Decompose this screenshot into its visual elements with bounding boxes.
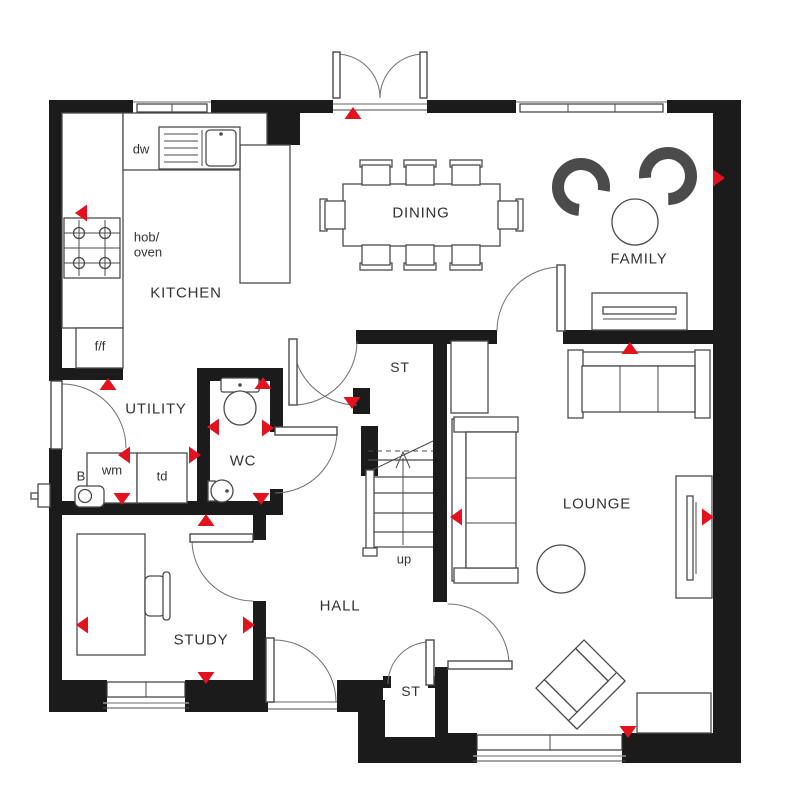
- marker-right-icon: [262, 419, 274, 437]
- walls: [49, 100, 741, 763]
- sofa-left: [451, 416, 519, 584]
- marker-left-icon: [450, 508, 462, 526]
- lounge-window: [473, 733, 626, 763]
- understairs-store-door: [387, 639, 435, 686]
- tub-chair-right: [639, 147, 698, 206]
- armchair: [535, 639, 627, 731]
- label-study: STUDY: [173, 631, 229, 649]
- label-dishwasher: dw: [132, 141, 150, 157]
- side-table: [636, 692, 712, 734]
- marker-down-icon: [197, 672, 215, 684]
- basin-icon: [207, 479, 234, 503]
- label-store-top: ST: [390, 359, 410, 376]
- desk: [76, 533, 146, 656]
- marker-right-icon: [189, 446, 201, 464]
- label-utility: UTILITY: [125, 400, 187, 418]
- desk-chair: [144, 571, 171, 621]
- marker-left-icon: [118, 446, 130, 464]
- marker-up-icon: [621, 342, 639, 354]
- fridge-freezer-unit: [75, 327, 124, 369]
- marker-right-icon: [713, 169, 725, 187]
- marker-left-icon: [76, 616, 88, 634]
- marker-down-icon: [252, 493, 270, 505]
- coffee-table: [536, 544, 586, 594]
- label-family: FAMILY: [610, 250, 668, 268]
- marker-down-icon: [113, 493, 131, 505]
- family-door: [496, 264, 566, 332]
- front-door: [265, 637, 337, 712]
- dimension-markers: [75, 107, 725, 738]
- label-wc: WC: [229, 452, 257, 470]
- boiler-icon: [74, 485, 105, 508]
- marker-down-icon: [343, 397, 361, 409]
- kitchen-window: [133, 100, 211, 113]
- label-lounge: LOUNGE: [562, 495, 632, 513]
- meter-box-icon: [30, 483, 51, 508]
- marker-down-icon: [619, 726, 637, 738]
- toilet-icon: [220, 377, 260, 426]
- stair-handrail: [365, 469, 375, 551]
- wc-door: [274, 426, 338, 494]
- marker-up-icon: [197, 514, 215, 526]
- tv-unit: [675, 475, 713, 599]
- label-stairs-up: up: [396, 551, 412, 567]
- marker-up-icon: [99, 378, 117, 390]
- sofa-top: [567, 349, 711, 419]
- label-store-bottom: ST: [401, 683, 421, 700]
- label-kitchen: KITCHEN: [150, 284, 222, 302]
- label-fridge-freezer: f/f: [94, 338, 106, 354]
- sideboard: [591, 292, 688, 331]
- lounge-door: [447, 603, 513, 670]
- inner-hall-store-door: [288, 338, 358, 406]
- staircase: [362, 440, 434, 557]
- lounge-cabinet: [450, 340, 489, 414]
- marker-up-icon: [344, 107, 362, 119]
- dining-chairs: [319, 159, 524, 271]
- label-washing-machine: wm: [101, 462, 123, 478]
- marker-left-icon: [207, 418, 219, 436]
- marker-right-icon: [243, 616, 255, 634]
- french-door-sill: [333, 103, 427, 111]
- tumble-dryer-unit: [136, 452, 188, 504]
- up-arrow-icon: [395, 450, 411, 545]
- label-hob-oven: hob/ oven: [133, 229, 163, 259]
- marker-right-icon: [702, 508, 714, 526]
- hob-icon: [63, 217, 121, 279]
- sink-icon: [158, 126, 241, 170]
- utility-door: [50, 380, 127, 450]
- french-doors: [332, 51, 428, 99]
- study-window: [103, 680, 189, 712]
- label-boiler: B: [76, 468, 86, 484]
- family-window: [516, 100, 667, 113]
- marker-left-icon: [75, 204, 87, 222]
- study-door: [189, 533, 254, 602]
- label-dining: DINING: [392, 204, 450, 222]
- label-tumble-dryer: td: [156, 468, 168, 484]
- label-hall: HALL: [319, 597, 361, 615]
- marker-up-icon: [254, 377, 272, 389]
- family-table: [611, 198, 659, 246]
- tub-chair-left: [552, 158, 610, 216]
